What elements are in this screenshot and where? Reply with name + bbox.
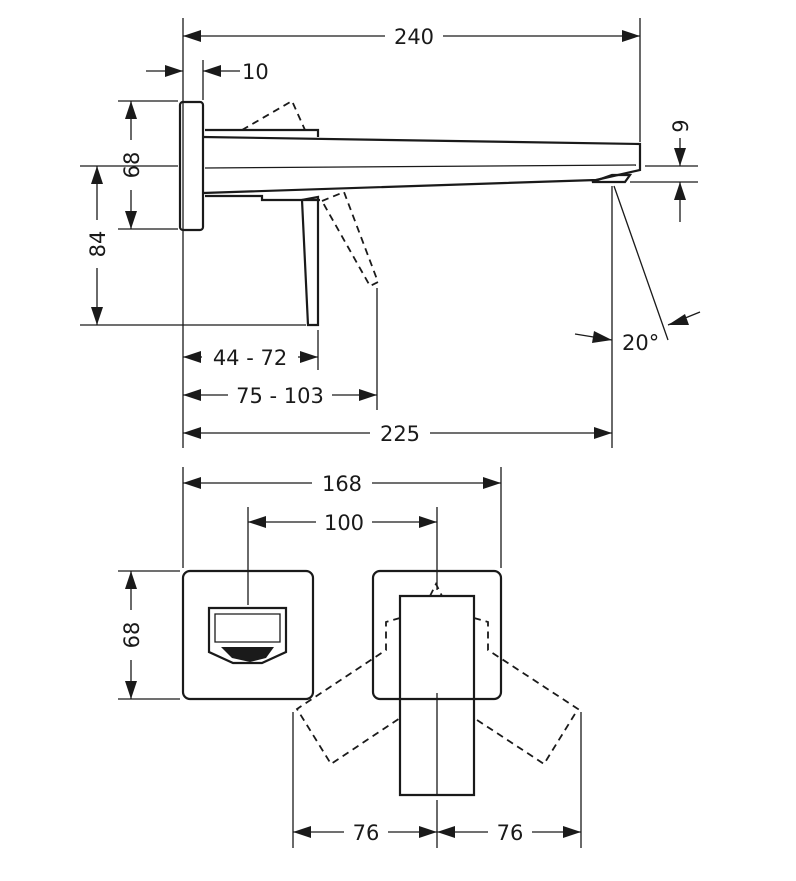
side-wall-plate bbox=[178, 100, 205, 232]
dim-centre-distance: 100 bbox=[324, 511, 364, 535]
front-spout-outlet bbox=[207, 606, 288, 665]
dim-spout-projection: 225 bbox=[380, 422, 420, 446]
dim-overall-width: 168 bbox=[322, 472, 362, 496]
dim-lever-range-max: 75 - 103 bbox=[236, 384, 324, 408]
side-lever-tilted-ghost bbox=[320, 190, 380, 288]
side-view: 240 10 68 84 9 44 - 72 bbox=[80, 18, 701, 448]
dim-overall-length: 240 bbox=[394, 25, 434, 49]
dim-lever-swing-left: 76 bbox=[353, 821, 380, 845]
dim-plate-height-front: 68 bbox=[120, 622, 144, 649]
dim-plate-thickness: 10 bbox=[242, 60, 269, 84]
dim-plate-height-side: 68 bbox=[120, 152, 144, 179]
front-lever bbox=[398, 594, 476, 797]
front-lever-swing-right bbox=[473, 617, 580, 766]
front-mixer-plate bbox=[371, 569, 503, 701]
front-view: 168 100 68 76 76 bbox=[118, 467, 582, 848]
dim-lever-swing-right: 76 bbox=[497, 821, 524, 845]
side-lever bbox=[300, 195, 320, 327]
side-aerator bbox=[591, 173, 633, 184]
front-aerator bbox=[221, 647, 274, 662]
dim-lever-range-min: 44 - 72 bbox=[213, 346, 287, 370]
side-lever-up-ghost bbox=[241, 99, 306, 131]
front-lever-swing-left bbox=[295, 617, 401, 766]
dim-spray-angle: 20° bbox=[622, 331, 659, 355]
dim-total-height: 84 bbox=[86, 231, 110, 258]
dim-outlet-height: 9 bbox=[669, 119, 693, 132]
side-spout-body bbox=[202, 135, 642, 195]
